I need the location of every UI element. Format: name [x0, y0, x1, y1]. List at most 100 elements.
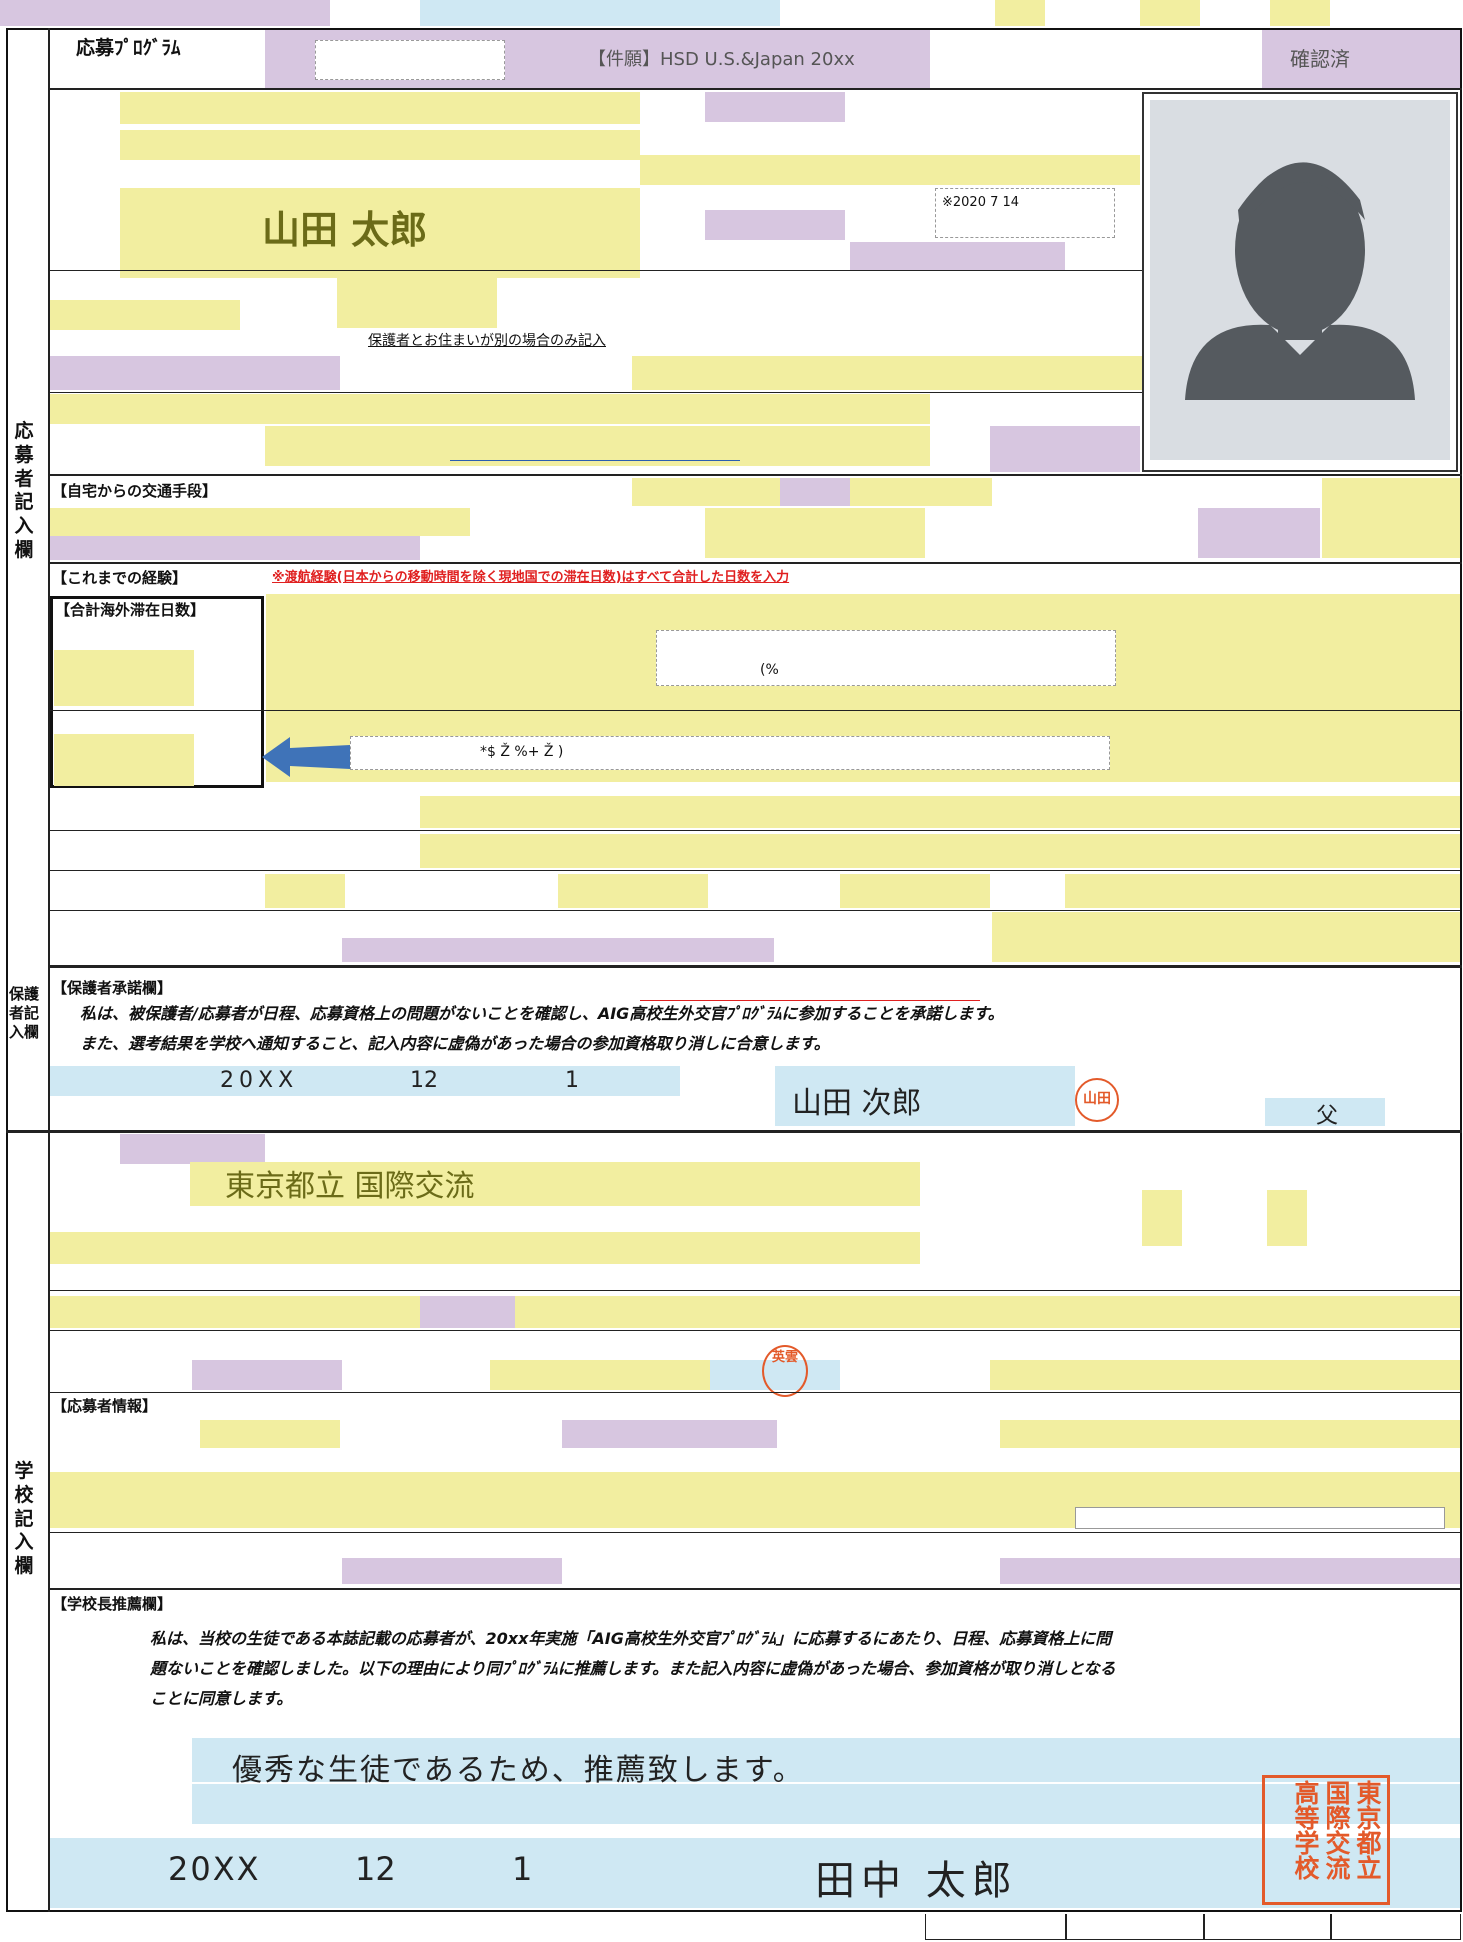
- side-divider: [48, 28, 50, 1912]
- school-seal: 東京都立国際交流高等学校: [1262, 1775, 1390, 1905]
- email-field[interactable]: [265, 426, 930, 466]
- info-field-d[interactable]: [342, 1558, 562, 1584]
- info-note-input[interactable]: [1075, 1507, 1445, 1529]
- guardian-date-day: 1: [565, 1068, 579, 1093]
- school-date-year: 20XX: [168, 1850, 261, 1888]
- row-field-g[interactable]: [992, 912, 1460, 962]
- row-field-d[interactable]: [1065, 874, 1460, 908]
- transport-field-4[interactable]: [50, 508, 470, 536]
- app-id-label: 応募ﾌﾟﾛｸﾞﾗﾑ: [76, 37, 181, 59]
- school-phone-purple[interactable]: [420, 1296, 515, 1328]
- transport-label: 【自宅からの交通手段】: [52, 482, 218, 500]
- status-badge: 確認済: [1290, 47, 1350, 71]
- gender-field[interactable]: [705, 92, 845, 122]
- form-frame: [6, 28, 1462, 1912]
- address-field-a[interactable]: [50, 300, 240, 330]
- experience-detail-1[interactable]: [656, 630, 1116, 686]
- applicant-info-label: 【応募者情報】: [52, 1397, 158, 1415]
- transport-field-5[interactable]: [705, 508, 925, 558]
- school-side-label: 学校記入欄: [14, 1460, 34, 1577]
- relation-value: 父: [1316, 1104, 1339, 1129]
- school-small-seal: 英雲: [762, 1345, 808, 1397]
- school-date-day: 1: [512, 1850, 533, 1888]
- row-field-c[interactable]: [840, 874, 990, 908]
- school-date-field[interactable]: [50, 1838, 1460, 1908]
- photo-frame[interactable]: [1142, 92, 1458, 472]
- applicant-side-label: 応募者記入欄: [14, 420, 34, 561]
- detail-mark-2: *$ Ž %+ Ž ): [480, 744, 564, 760]
- furigana-field[interactable]: [120, 92, 640, 124]
- guardian-date-field[interactable]: [50, 1066, 680, 1096]
- guardian-signature: 山田 次郎: [792, 1086, 922, 1121]
- transport-field-7[interactable]: [50, 536, 420, 560]
- total-overseas-label: 【合計海外滞在日数】: [55, 601, 206, 619]
- guardian-date-year: 20XX: [220, 1068, 299, 1093]
- experience-label: 【これまでの経験】: [52, 569, 188, 587]
- row-field-b[interactable]: [558, 874, 708, 908]
- postal-field[interactable]: [337, 272, 497, 328]
- phone-row[interactable]: [50, 394, 930, 424]
- info-field-c[interactable]: [1000, 1420, 1460, 1448]
- school-name-field[interactable]: [190, 1162, 920, 1206]
- reason-field-2[interactable]: [192, 1784, 1460, 1824]
- status-cell: [1262, 30, 1460, 88]
- row-field-a[interactable]: [265, 874, 345, 908]
- school-fax-yellow[interactable]: [490, 1360, 710, 1390]
- school-code-field[interactable]: [120, 1134, 265, 1164]
- nationality-field[interactable]: [990, 426, 1140, 472]
- age-field[interactable]: [705, 210, 845, 240]
- recommend-label: 【学校長推薦欄】: [52, 1595, 173, 1613]
- guardian-side-label: 保護者記入欄: [8, 985, 39, 1041]
- date-note-box: [935, 188, 1115, 238]
- address-field-c[interactable]: [632, 356, 1142, 390]
- romaji-field[interactable]: [120, 130, 640, 160]
- consent-line-1: 私は、被保護者/応募者が日程、応募資格上の問題がないことを確認し、AIG高校生外…: [80, 1004, 1004, 1023]
- guardian-title: 【保護者承諾欄】: [52, 979, 173, 997]
- program-title: 【件願】HSD U.S.&Japan 20xx: [588, 49, 855, 70]
- info-field-b[interactable]: [562, 1420, 777, 1448]
- recommend-line-1: 私は、当校の生徒である本誌記載の応募者が、20xx年実施「AIG高校生外交官ﾌﾟ…: [150, 1629, 1112, 1648]
- guardian-date-month: 12: [410, 1068, 438, 1093]
- top-strip-yellow-1: [995, 0, 1045, 26]
- row-field-e[interactable]: [342, 938, 562, 962]
- top-strip-blue: [420, 0, 780, 26]
- grade-field[interactable]: [850, 242, 1065, 270]
- top-strip-yellow-3: [1270, 0, 1330, 26]
- school-romaji-field[interactable]: [50, 1232, 920, 1264]
- total-days-field-2[interactable]: [54, 734, 194, 786]
- reason-field-1[interactable]: [192, 1738, 1460, 1782]
- principal-name: 田中 太郎: [815, 1858, 1018, 1904]
- school-phone-row[interactable]: [50, 1296, 1460, 1328]
- school-box-2[interactable]: [1267, 1190, 1307, 1246]
- birth-field[interactable]: [640, 155, 1140, 185]
- info-field-a[interactable]: [200, 1420, 340, 1448]
- total-days-field-1[interactable]: [54, 650, 194, 706]
- experience-detail-2[interactable]: [350, 736, 1110, 770]
- address-field-b[interactable]: [50, 356, 340, 390]
- school-field[interactable]: [420, 796, 1460, 828]
- arrow-left-icon: [262, 737, 350, 777]
- course-field[interactable]: [420, 834, 1460, 868]
- row-field-f[interactable]: [562, 938, 774, 962]
- top-strip-purple: [0, 0, 330, 26]
- guardian-signature-field[interactable]: [775, 1066, 1075, 1126]
- school-mail-field[interactable]: [990, 1360, 1460, 1390]
- applicant-name: 山田 太郎: [262, 207, 428, 252]
- recommend-reason: 優秀な生徒であるため、推薦致します。: [232, 1753, 805, 1788]
- program-id-input[interactable]: [315, 40, 505, 80]
- avatar-placeholder-icon: [1150, 100, 1450, 460]
- info-field-e[interactable]: [1000, 1558, 1460, 1584]
- transport-field-2[interactable]: [780, 478, 850, 506]
- name-field[interactable]: [120, 188, 640, 278]
- consent-line-2: また、選考結果を学校へ通知すること、記入内容に虚偽があった場合の参加資格取り消し…: [80, 1034, 830, 1053]
- recommend-line-3: ことに同意します。: [150, 1689, 293, 1708]
- guardian-seal: 山田: [1075, 1078, 1119, 1122]
- transport-field-3[interactable]: [1322, 478, 1460, 558]
- school-fax-purple[interactable]: [192, 1360, 342, 1390]
- recommend-line-2: 題ないことを確認しました。以下の理由により同ﾌﾟﾛｸﾞﾗﾑに推薦します。また記入…: [150, 1659, 1116, 1678]
- school-box-1[interactable]: [1142, 1190, 1182, 1246]
- detail-mark-1: (%: [760, 662, 779, 678]
- relation-field[interactable]: [1265, 1098, 1385, 1126]
- transport-field-6[interactable]: [1198, 508, 1320, 558]
- experience-note: ※渡航経験(日本からの移動時間を除く現地国での滞在日数)はすべて合計した日数を入…: [272, 570, 790, 585]
